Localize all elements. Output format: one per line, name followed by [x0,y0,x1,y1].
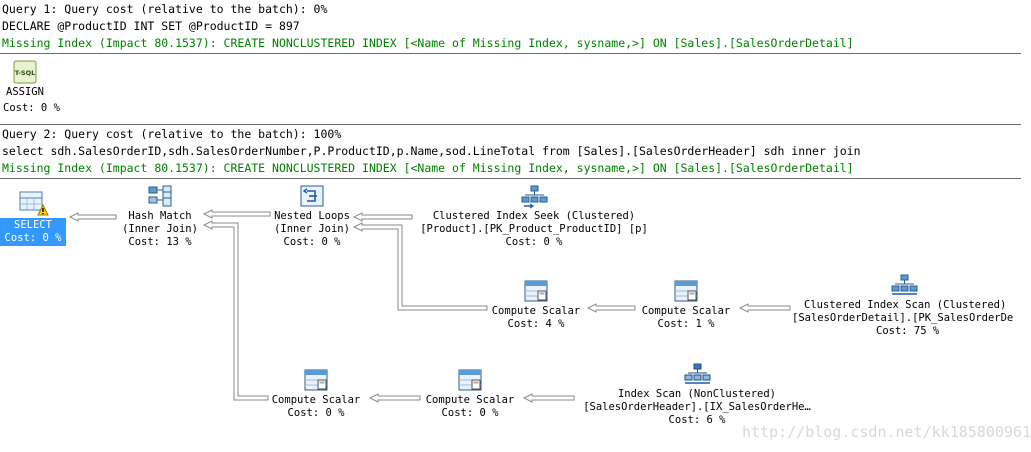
assign-cost: Cost: 0 % [3,102,60,114]
select-label: SELECT [14,219,52,231]
index-scan-label: Index Scan (NonClustered) [617,388,777,400]
nested-loops-cost: Cost: 0 % [283,236,341,248]
arrow-compute-b-to-a [586,303,636,313]
separator [0,53,1021,54]
compute-scalar-node[interactable]: Compute Scalar Cost: 0 % [421,368,519,420]
query1-statement: DECLARE @ProductID INT SET @ProductID = … [2,19,300,33]
assign-label: ASSIGN [6,86,44,98]
clustered-index-seek-icon [521,185,548,209]
index-scan-cost: Cost: 6 % [668,414,726,426]
assign-node[interactable]: T-SQL ASSIGN [6,60,44,99]
query2-header: Query 2: Query cost (relative to the bat… [2,127,342,141]
select-cost: Cost: 0 % [4,232,62,244]
hash-match-label: Hash Match [128,210,192,222]
index-scan-node[interactable]: Index Scan (NonClustered) [SalesOrderHea… [574,362,820,427]
compute-scalar-label: Compute Scalar [491,305,581,317]
arrow-compute-c-to-hash [202,220,269,401]
hash-match-sub: (Inner Join) [122,223,198,235]
index-scan-icon [684,363,711,384]
separator [0,178,1021,179]
compute-scalar-node[interactable]: Compute Scalar Cost: 1 % [637,279,735,331]
arrow-hash-to-select [68,212,117,222]
hash-match-icon [148,185,172,207]
nested-loops-icon [300,185,324,207]
arrow-index-to-compute-d [522,393,575,403]
compute-scalar-label: Compute Scalar [425,394,515,406]
compute-scalar-icon [458,369,482,391]
compute-scalar-node[interactable]: Compute Scalar Cost: 0 % [267,368,365,420]
nested-loops-label: Nested Loops [274,210,350,222]
compute-scalar-node[interactable]: Compute Scalar Cost: 4 % [487,279,585,331]
compute-scalar-label: Compute Scalar [641,305,731,317]
select-node[interactable]: SELECT Cost: 0 % [0,190,66,246]
hash-match-cost: Cost: 13 % [128,236,192,248]
arrow-nested-to-hash [202,209,271,219]
clustered-index-scan-cost: Cost: 75 % [876,325,940,337]
index-scan-sub: [SalesOrderHeader].[IX_SalesOrderHe… [583,401,811,413]
arrow-compute-d-to-c [368,393,421,403]
query1-header: Query 1: Query cost (relative to the bat… [2,2,328,16]
query2-statement: select sdh.SalesOrderID,sdh.SalesOrderNu… [2,144,861,158]
clustered-index-seek-node[interactable]: Clustered Index Seek (Clustered) [Produc… [414,184,654,249]
compute-scalar-cost: Cost: 0 % [441,407,499,419]
watermark: http://blog.csdn.net/kk185800961 [742,423,1031,441]
compute-scalar-cost: Cost: 0 % [287,407,345,419]
clustered-index-scan-icon [891,274,918,295]
clustered-index-seek-sub: [Product].[PK_Product_ProductID] [p] [420,223,648,235]
query2-missing-index[interactable]: Missing Index (Impact 80.1537): CREATE N… [2,161,854,175]
compute-scalar-label: Compute Scalar [271,394,361,406]
nested-loops-sub: (Inner Join) [274,223,350,235]
arrow-seek-to-nested [352,212,413,222]
compute-scalar-cost: Cost: 1 % [657,318,715,330]
compute-scalar-icon [304,369,328,391]
query1-missing-index[interactable]: Missing Index (Impact 80.1537): CREATE N… [2,36,854,50]
nested-loops-node[interactable]: Nested Loops (Inner Join) Cost: 0 % [270,184,354,249]
compute-scalar-cost: Cost: 4 % [507,318,565,330]
compute-scalar-icon [674,280,698,302]
select-warning-icon [19,191,49,216]
clustered-index-scan-node[interactable]: Clustered Index Scan (Clustered) [SalesO… [792,273,1021,338]
clustered-index-scan-sub: [SalesOrderDetail].[PK_SalesOrderDe [792,312,1014,324]
clustered-index-scan-label: Clustered Index Scan (Clustered) [804,299,1007,311]
separator [0,124,1021,125]
tsql-icon: T-SQL [13,60,37,84]
arrow-compute-a-to-nested [352,222,488,311]
arrow-scan-to-compute-b [738,303,791,313]
compute-scalar-icon [524,280,548,302]
svg-text:T-SQL: T-SQL [15,69,36,77]
hash-match-node[interactable]: Hash Match (Inner Join) Cost: 13 % [120,184,200,249]
clustered-index-seek-cost: Cost: 0 % [505,236,563,248]
clustered-index-seek-label: Clustered Index Seek (Clustered) [432,210,636,222]
